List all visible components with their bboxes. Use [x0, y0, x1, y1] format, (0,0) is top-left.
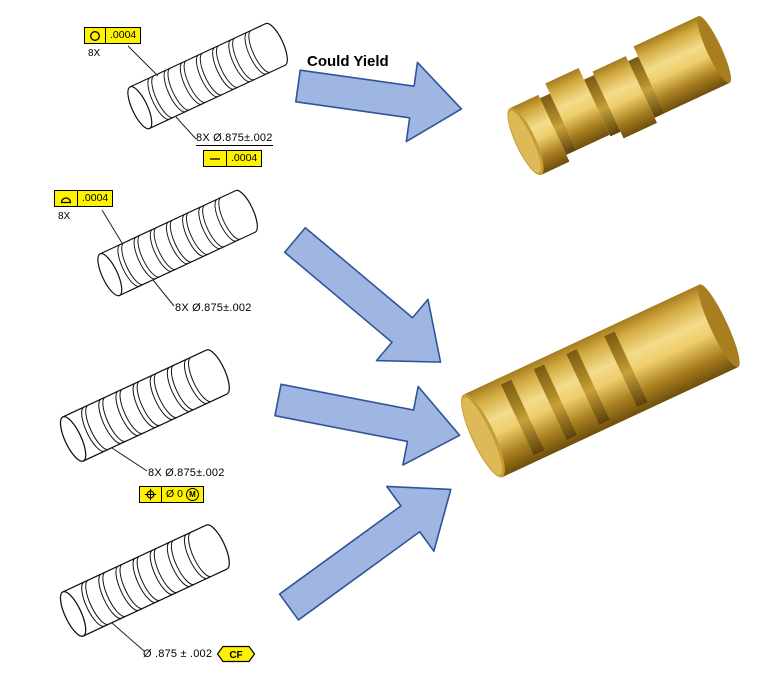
fcf-profile-tolerance: .0004 [77, 191, 112, 206]
rendered-part-aligned [461, 284, 740, 478]
mmc-letter: M [189, 489, 196, 499]
position-icon [140, 487, 161, 502]
arrow-profile-to-part [283, 226, 442, 363]
profile-of-surface-icon [55, 191, 77, 206]
could-yield-label: Could Yield [307, 53, 389, 70]
shaft-drawing-continuous-feature [54, 520, 235, 641]
fcf-position-tolerance: Ø 0 M [161, 487, 203, 502]
dimension-profile: 8X Ø.875±.002 [175, 302, 252, 314]
shaft-drawing-position [54, 345, 235, 466]
mmc-circle-m-icon: M [185, 488, 199, 501]
cf-hexagon: CF [216, 645, 256, 663]
dimension-cf-row: Ø .875 ± .002 CF [143, 645, 256, 663]
fcf-circularity: .0004 [84, 27, 142, 44]
fcf-straightness: .0004 [203, 150, 263, 167]
count-label-profile: 8X [58, 211, 71, 222]
straightness-icon [204, 151, 226, 166]
shaft-drawing-circularity [122, 19, 293, 133]
arrow-position-to-part [274, 383, 461, 466]
fcf-position-tolerance-text: Ø 0 [166, 488, 183, 500]
dimension-position: 8X Ø.875±.002 [148, 467, 225, 479]
fcf-position: Ø 0 M [139, 486, 204, 503]
fcf-profile: .0004 [54, 190, 114, 207]
leader-lines [101, 45, 197, 652]
fcf-straightness-tolerance: .0004 [226, 151, 261, 166]
could-yield-arrow [294, 61, 463, 143]
circularity-icon [85, 28, 105, 43]
dimension-circularity: 8X Ø.875±.002 [196, 132, 273, 146]
shaft-drawing-profile [92, 186, 263, 300]
count-label-circularity: 8X [88, 48, 101, 59]
dimension-continuous-feature: Ø .875 ± .002 [143, 648, 213, 660]
rendered-part-wavy [507, 15, 732, 176]
cf-label: CF [230, 650, 243, 661]
fcf-circularity-tolerance: .0004 [105, 28, 140, 43]
arrow-cf-to-part [278, 485, 452, 621]
